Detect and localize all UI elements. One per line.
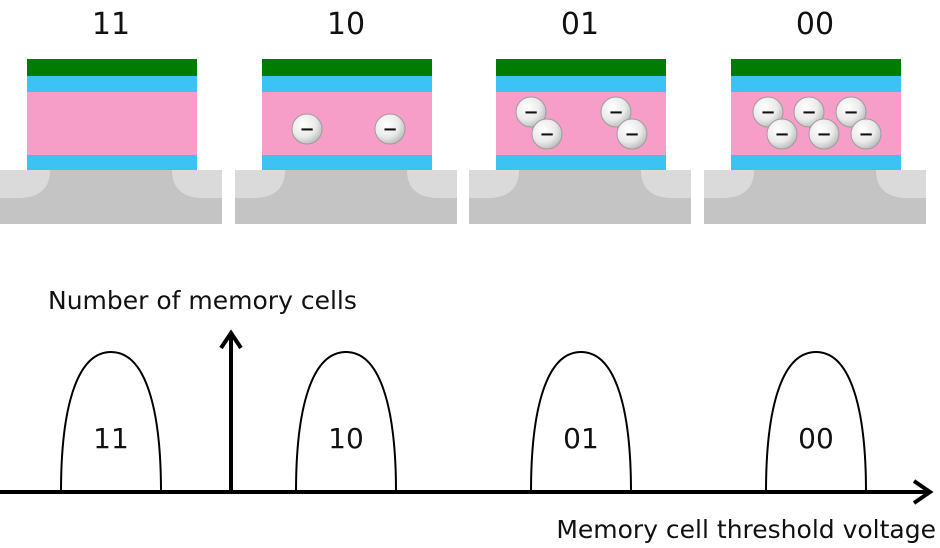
inter-gate-oxide	[262, 76, 432, 92]
electron-icon: −	[374, 113, 406, 145]
control-gate	[731, 59, 901, 76]
threshold-distributions: 11 10 01 00	[60, 350, 867, 493]
electron-icon: −	[752, 96, 784, 128]
inter-gate-oxide	[496, 76, 666, 92]
svg-text:−: −	[816, 124, 831, 145]
cell-state-label: 11	[92, 7, 130, 42]
source-region	[0, 170, 50, 198]
distribution-01: 01	[530, 350, 632, 493]
cell-state-label: 10	[327, 7, 365, 42]
svg-text:−: −	[858, 124, 873, 145]
distribution-label: 00	[798, 422, 834, 455]
svg-text:−: −	[843, 102, 858, 123]
tunnel-oxide	[27, 155, 197, 170]
drain-region	[641, 170, 691, 198]
svg-text:−: −	[760, 102, 775, 123]
memory-cell-01: 01−−−−	[469, 7, 691, 224]
cell-state-label: 01	[561, 7, 599, 42]
svg-text:−: −	[774, 124, 789, 145]
memory-cell-00: 00−−−−−−	[704, 7, 926, 224]
distribution-label: 11	[93, 422, 129, 455]
inter-gate-oxide	[27, 76, 197, 92]
drain-region	[407, 170, 457, 198]
control-gate	[27, 59, 197, 76]
distribution-11: 11	[60, 350, 162, 493]
electron-icon: −	[835, 96, 867, 128]
svg-text:−: −	[382, 119, 397, 140]
memory-cell-11: 11	[0, 7, 222, 224]
source-region	[235, 170, 285, 198]
distribution-curve	[60, 350, 162, 493]
inter-gate-oxide	[731, 76, 901, 92]
electron-icon: −	[808, 118, 840, 150]
svg-text:−: −	[539, 124, 554, 145]
control-gate	[262, 59, 432, 76]
electron-icon: −	[291, 113, 323, 145]
electron-icon: −	[616, 118, 648, 150]
svg-text:−: −	[624, 124, 639, 145]
x-axis-arrowhead	[912, 479, 934, 505]
drain-region	[172, 170, 222, 198]
floating-gate	[27, 92, 197, 155]
distribution-00: 00	[765, 350, 867, 493]
y-axis-arrowhead	[219, 329, 243, 350]
svg-text:−: −	[299, 119, 314, 140]
distribution-label: 01	[563, 422, 599, 455]
svg-text:−: −	[801, 102, 816, 123]
source-region	[704, 170, 754, 198]
electron-icon: −	[515, 96, 547, 128]
floating-gate	[262, 92, 432, 155]
distribution-10: 10	[295, 350, 397, 493]
electron-icon: −	[766, 118, 798, 150]
electron-icon: −	[600, 96, 632, 128]
memory-cell-10: 10 − −	[235, 7, 457, 224]
x-axis-label: Memory cell threshold voltage	[556, 515, 936, 544]
cell-state-label: 00	[796, 7, 834, 42]
tunnel-oxide	[496, 155, 666, 170]
electron-icon: −	[531, 118, 563, 150]
distribution-curve	[295, 350, 397, 493]
distribution-curve	[530, 350, 632, 493]
source-region	[469, 170, 519, 198]
distribution-curve	[765, 350, 867, 493]
y-axis-label: Number of memory cells	[48, 286, 357, 315]
control-gate	[496, 59, 666, 76]
tunnel-oxide	[262, 155, 432, 170]
svg-text:−: −	[608, 102, 623, 123]
svg-text:−: −	[523, 102, 538, 123]
electron-icon: −	[850, 118, 882, 150]
drain-region	[876, 170, 926, 198]
tunnel-oxide	[731, 155, 901, 170]
distribution-label: 10	[328, 422, 364, 455]
electron-icon: −	[793, 96, 825, 128]
